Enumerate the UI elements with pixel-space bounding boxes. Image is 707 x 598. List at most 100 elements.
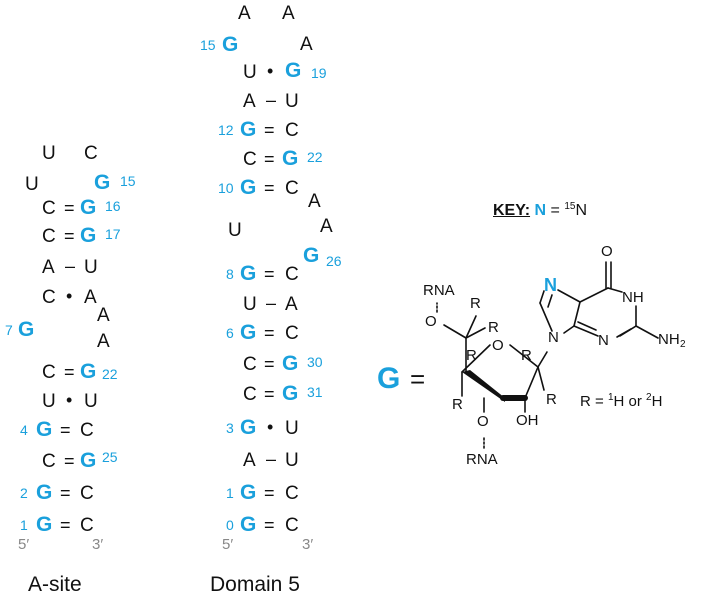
base-pair-symbol: •: [267, 417, 274, 437]
labeled-g-nucleotide: G: [80, 224, 97, 247]
bond-c5-r2: [465, 327, 486, 339]
nucleotide: A: [282, 3, 295, 24]
nucleotide: C: [285, 515, 299, 536]
r-legend-mid: or: [624, 393, 647, 410]
nucleotide: U: [42, 391, 56, 412]
bond-c2-n3-double: [616, 328, 632, 338]
base-pair-symbol: •: [66, 390, 73, 410]
base-pair-symbol: =: [64, 451, 75, 471]
rna-5-label: RNA: [423, 282, 455, 299]
nucleotide: A: [42, 257, 55, 278]
bond-c2-nh2: [635, 325, 659, 339]
position-number: 15: [200, 37, 216, 53]
strand-end-label: 5′: [18, 536, 30, 553]
nucleotide: A: [308, 191, 321, 212]
labeled-g-nucleotide: G: [36, 418, 53, 441]
nucleotide: C: [42, 362, 56, 383]
n3-label: N: [598, 332, 609, 349]
bond-n9-c4: [563, 325, 575, 334]
base-pair-symbol: =: [264, 323, 275, 343]
position-number: 30: [307, 354, 323, 370]
nucleotide: U: [42, 143, 56, 164]
guanosine-equals: =: [410, 364, 426, 394]
nucleotide: A: [285, 294, 298, 315]
nucleotide: C: [285, 178, 299, 199]
labeled-g-nucleotide: G: [240, 176, 257, 199]
base-pair-symbol: •: [267, 61, 274, 81]
position-number: 25: [102, 449, 118, 465]
base-pair-symbol: =: [264, 515, 275, 535]
nucleotide: C: [42, 198, 56, 219]
strand-end-label: 3′: [302, 536, 314, 553]
position-number: 22: [307, 149, 323, 165]
position-number: 16: [105, 198, 121, 214]
r-legend-elem2: H: [651, 393, 663, 410]
position-number: 7: [5, 322, 13, 338]
nucleotide: U: [285, 450, 299, 471]
nucleotide: U: [84, 257, 98, 278]
nucleotide: C: [243, 354, 257, 375]
base-pair-symbol: =: [264, 483, 275, 503]
o4-label: O: [492, 337, 504, 354]
position-number: 1: [226, 485, 234, 501]
base-pair-symbol: –: [266, 90, 277, 110]
base-pair-symbol: =: [64, 198, 75, 218]
labeled-g-nucleotide: G: [36, 481, 53, 504]
nucleotide: C: [42, 287, 56, 308]
nh2-subscript: 2: [680, 339, 686, 350]
position-number: 19: [311, 65, 327, 81]
position-number: 12: [218, 122, 234, 138]
nucleotide: C: [285, 483, 299, 504]
base-pair-symbol: –: [266, 449, 277, 469]
bond-c1-c2: [524, 366, 539, 399]
base-pair-symbol: =: [264, 384, 275, 404]
nucleotide: C: [243, 149, 257, 170]
labeled-g-nucleotide: G: [285, 59, 302, 82]
key-equals: =: [550, 202, 565, 219]
bond-c5-c4: [573, 301, 581, 327]
structure-title: Domain 5: [210, 573, 300, 596]
o5-label: O: [425, 313, 437, 330]
strand-end-label: 5′: [222, 536, 234, 553]
nucleotide: A: [238, 3, 251, 24]
base-pair-symbol: =: [60, 515, 71, 535]
oh-label: OH: [516, 412, 539, 429]
nucleotide: A: [320, 216, 333, 237]
nucleotide: U: [243, 294, 257, 315]
bond-c4-c3-wedge: [462, 370, 505, 402]
base-pair-symbol: =: [264, 120, 275, 140]
position-number: 10: [218, 180, 234, 196]
nucleotide: A: [243, 450, 256, 471]
n1h-label: NH: [622, 289, 644, 306]
key-n: N: [534, 202, 547, 219]
position-number: 3: [226, 420, 234, 436]
nucleotide: C: [285, 264, 299, 285]
n7-label: N: [544, 275, 557, 295]
bond-o4-c1: [509, 344, 539, 368]
base-pair-symbol: =: [60, 483, 71, 503]
carbonyl-o-label: O: [601, 243, 613, 260]
structure-title: A-site: [28, 573, 82, 596]
o3-label: O: [477, 413, 489, 430]
position-number: 8: [226, 266, 234, 282]
base-pair-symbol: =: [64, 362, 75, 382]
nucleotide: C: [42, 451, 56, 472]
key-label: KEY:: [493, 202, 531, 219]
position-number: 0: [226, 517, 234, 533]
position-number: 17: [105, 226, 121, 242]
labeled-g-nucleotide: G: [80, 196, 97, 219]
r-label: R: [470, 295, 481, 312]
labeled-g-nucleotide: G: [282, 352, 299, 375]
base-pair-symbol: =: [264, 149, 275, 169]
labeled-g-nucleotide: G: [80, 360, 97, 383]
base-pair-symbol: =: [264, 178, 275, 198]
r-label: R: [521, 347, 532, 364]
r-label: R: [546, 391, 557, 408]
nucleotide: C: [285, 120, 299, 141]
nucleotide: U: [285, 91, 299, 112]
bond-c5-r: [465, 315, 477, 339]
nucleotide: C: [80, 483, 94, 504]
r-legend-prefix: R =: [580, 393, 608, 410]
